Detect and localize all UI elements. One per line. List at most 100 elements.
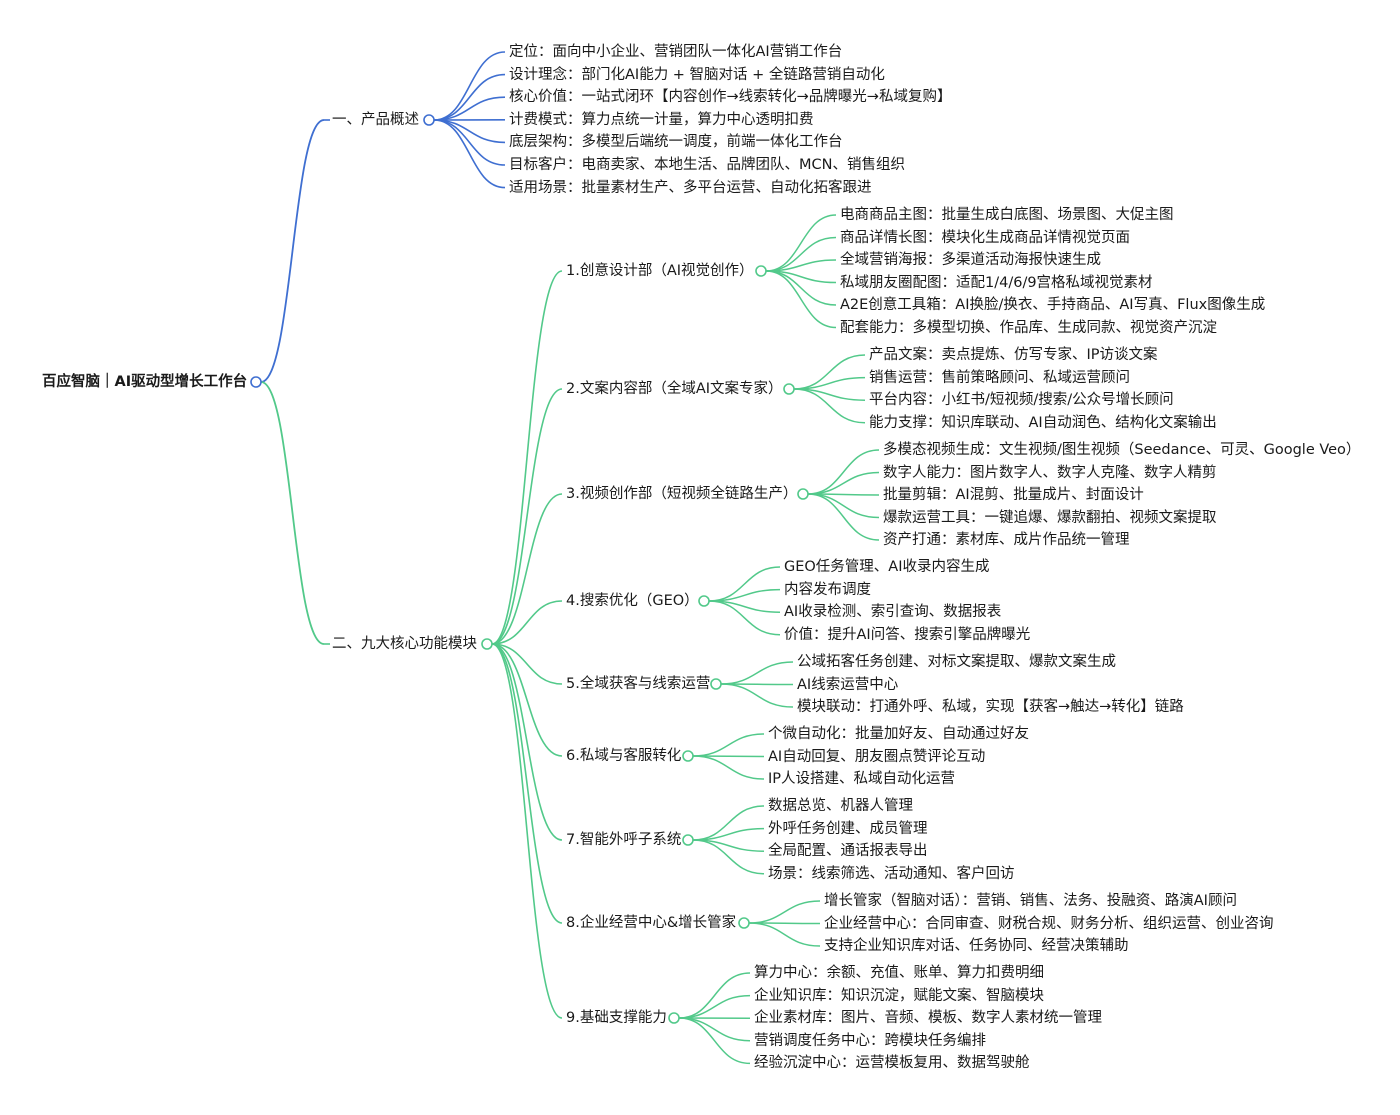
module-item: A2E创意工具箱：AI换脸/换衣、手持商品、AI写真、Flux图像生成 — [840, 297, 1266, 313]
module-label: 9.基础支撑能力 — [566, 1010, 667, 1026]
connector-line — [807, 449, 880, 495]
connector-line — [678, 972, 751, 1019]
module-item: 公域拓客任务创建、对标文案提取、爆款文案生成 — [797, 654, 1116, 670]
module-item: 平台内容：小红书/短视频/搜索/公众号增长顾问 — [869, 392, 1174, 409]
module-collapse-toggle[interactable] — [682, 750, 694, 762]
module-item: 企业经营中心：合同审查、财税合规、财务分析、组织运营、创业咨询 — [824, 915, 1274, 932]
module-item: 配套能力：多模型切换、作品库、生成同款、视觉资产沉淀 — [840, 319, 1217, 336]
connector-line — [491, 270, 563, 645]
connector-line — [491, 600, 563, 645]
module-collapse-toggle[interactable] — [783, 383, 795, 395]
module-collapse-toggle[interactable] — [682, 834, 694, 846]
branch-label: 一、产品概述 — [332, 112, 419, 128]
connector-line — [433, 119, 506, 166]
connector-line — [692, 805, 765, 841]
module-item: 营销调度任务中心：跨模块任务编排 — [754, 1032, 986, 1049]
overview-item: 适用场景：批量素材生产、多平台运营、自动化拓客跟进 — [509, 179, 872, 196]
module-collapse-toggle[interactable] — [668, 1012, 680, 1024]
module-label: 3.视频创作部（短视频全链路生产） — [566, 486, 798, 502]
module-collapse-toggle[interactable] — [710, 678, 722, 690]
connector-line — [807, 493, 880, 519]
root-node-label: 百应智脑｜AI驱动型增长工作台 — [42, 374, 248, 390]
overview-item: 计费模式：算力点统一计量，算力中心透明扣费 — [509, 111, 814, 128]
module-label: 5.全域获客与线索运营 — [566, 676, 711, 692]
connector-line — [748, 922, 821, 947]
overview-item: 设计理念：部门化AI能力 + 智脑对话 + 全链路营销自动化 — [509, 66, 885, 83]
module-collapse-toggle[interactable] — [755, 265, 767, 277]
module-item: 能力支撑：知识库联动、AI自动润色、结构化文案输出 — [869, 414, 1217, 431]
connector-line — [765, 270, 837, 329]
module-item: AI自动回复、朋友圈点赞评论互动 — [768, 748, 986, 765]
connector-line — [692, 839, 765, 875]
module-item: 模块联动：打通外呼、私域，实现【获客→触达→转化】链路 — [797, 699, 1184, 715]
module-item: 企业素材库：图片、音频、模板、数字人素材统一管理 — [754, 1010, 1102, 1027]
connector-line — [491, 643, 563, 685]
connector-line — [692, 733, 765, 757]
module-item: 商品详情长图：模块化生成商品详情视觉页面 — [840, 229, 1130, 246]
connector-line — [708, 566, 781, 602]
module-item: 私域朋友圈配图：适配1/4/6/9宫格私域视觉素材 — [840, 274, 1153, 291]
branch-collapse-toggle[interactable] — [481, 638, 493, 650]
module-collapse-toggle[interactable] — [797, 488, 809, 500]
connector-line — [491, 643, 563, 1019]
module-item: 批量剪辑：AI混剪、批量成片、封面设计 — [883, 487, 1144, 503]
module-item: 价值：提升AI问答、搜索引擎品牌曝光 — [784, 626, 1031, 643]
connector-line — [807, 493, 880, 541]
connector-line — [692, 755, 765, 780]
connector-line — [433, 119, 506, 189]
module-item: 产品文案：卖点提炼、仿写专家、IP访谈文案 — [869, 347, 1158, 363]
connector-line — [807, 471, 880, 495]
module-item: 爆款运营工具：一键追爆、爆款翻拍、视频文案提取 — [883, 509, 1217, 526]
connector-line — [260, 381, 325, 645]
connector-line — [491, 493, 563, 645]
module-item: 增长管家（智脑对话）：营销、销售、法务、投融资、路演AI顾问 — [824, 893, 1237, 909]
module-label: 1.创意设计部（AI视觉创作） — [566, 263, 754, 279]
module-item: 支持企业知识库对话、任务协同、经营决策辅助 — [824, 938, 1129, 954]
connector-line — [260, 119, 325, 383]
root-collapse-toggle[interactable] — [250, 376, 262, 388]
connector-line — [678, 1017, 751, 1042]
connector-line — [491, 643, 563, 757]
module-item: 多模态视频生成：文生视频/图生视频（Seedance、可灵、Google Veo… — [883, 442, 1361, 458]
module-item: 全局配置、通话报表导出 — [768, 843, 928, 860]
connector-line — [433, 73, 506, 121]
connector-line — [491, 643, 563, 924]
module-item: 场景：线索筛选、活动通知、客户回访 — [768, 865, 1015, 882]
module-label: 2.文案内容部（全域AI文案专家） — [566, 381, 783, 397]
connector-line — [720, 661, 794, 685]
module-item: 算力中心：余额、充值、账单、算力扣费明细 — [754, 965, 1044, 981]
module-item: 经验沉淀中心：运营模板复用、数据驾驶舱 — [754, 1055, 1030, 1072]
module-item: 电商商品主图：批量生成白底图、场景图、大促主图 — [840, 207, 1174, 223]
module-collapse-toggle[interactable] — [738, 917, 750, 929]
connector-line — [720, 683, 794, 708]
connector-line — [433, 51, 506, 121]
connector-line — [433, 119, 506, 144]
connector-line — [765, 236, 837, 272]
overview-item: 核心价值：一站式闭环【内容创作→线索转化→品牌曝光→私域复购】 — [509, 89, 952, 106]
module-label: 7.智能外呼子系统 — [566, 832, 682, 848]
overview-item: 底层架构：多模型后端统一调度，前端一体化工作台 — [509, 134, 843, 151]
module-collapse-toggle[interactable] — [698, 595, 710, 607]
module-item: 数字人能力：图片数字人、数字人克隆、数字人精剪 — [883, 464, 1217, 481]
module-item: 销售运营：售前策略顾问、私域运营顾问 — [869, 369, 1130, 386]
overview-item: 目标客户：电商卖家、本地生活、品牌团队、MCN、销售组织 — [509, 157, 905, 173]
overview-item: 定位：面向中小企业、营销团队一体化AI营销工作台 — [509, 44, 843, 60]
connector-line — [491, 388, 563, 645]
module-item: IP人设搭建、私域自动化运营 — [768, 771, 956, 787]
connector-line — [433, 96, 506, 121]
connector-line — [708, 600, 781, 636]
connector-line — [678, 1017, 751, 1065]
module-item: 个微自动化：批量加好友、自动通过好友 — [768, 726, 1029, 742]
module-label: 4.搜索优化（GEO） — [566, 593, 699, 609]
module-item: AI线索运营中心 — [797, 676, 899, 693]
connector-line — [793, 354, 866, 390]
branch-collapse-toggle[interactable] — [423, 114, 435, 126]
module-item: 外呼任务创建、成员管理 — [768, 820, 928, 837]
module-item: 全域营销海报：多渠道活动海报快速生成 — [840, 252, 1101, 268]
branch-label: 二、九大核心功能模块 — [332, 636, 477, 652]
module-label: 8.企业经营中心&增长管家 — [566, 915, 737, 931]
module-item: 企业知识库：知识沉淀，赋能文案、智脑模块 — [754, 987, 1044, 1004]
connector-line — [748, 900, 821, 924]
